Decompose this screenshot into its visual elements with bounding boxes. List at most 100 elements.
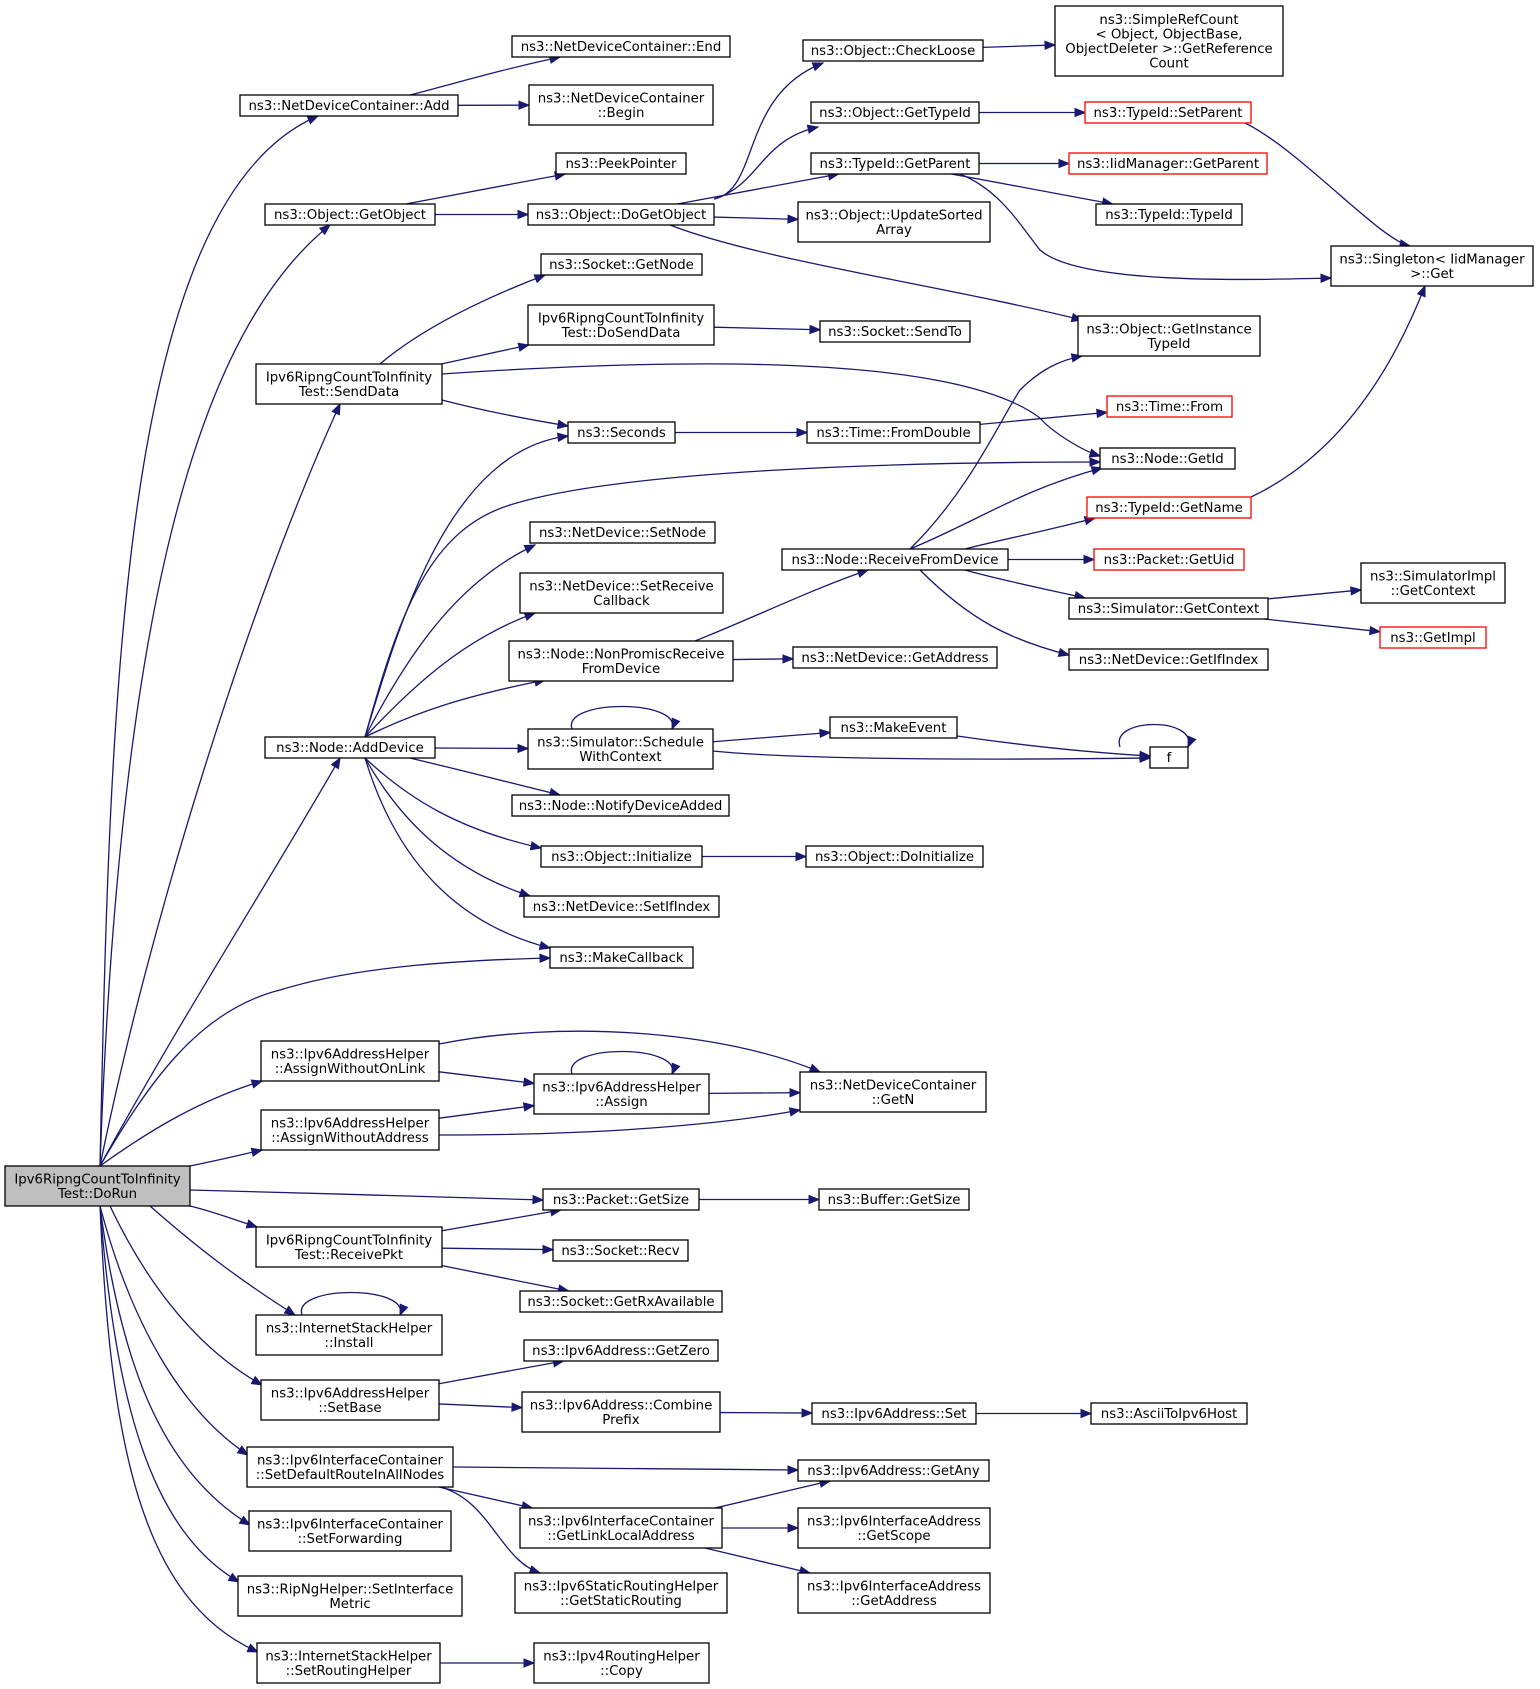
node-singleton-get[interactable]: ns3::Singleton< IidManager >::Get [1330,245,1534,287]
node-ndc-add[interactable]: ns3::NetDeviceContainer::Add [239,94,459,117]
edge-sim_schedulewithcontext-to-sim_schedulewithcontext [571,705,673,730]
node-f[interactable]: f [1149,746,1189,769]
node-obj-gettypeid[interactable]: ns3::Object::GetTypeId [810,101,980,124]
node-ifaddr-getscope[interactable]: ns3::Ipv6InterfaceAddress::GetScope [797,1507,991,1549]
node-nd-setnode[interactable]: ns3::NetDevice::SetNode [529,521,716,544]
node-assignwithoutaddress[interactable]: ns3::Ipv6AddressHelper::AssignWithoutAdd… [260,1109,440,1151]
edge-senddata-to-node_getid [441,363,1101,457]
edge-node_adddevice-to-makecallback-arrowhead [538,940,552,951]
node-getlinklocaladdress[interactable]: ns3::Ipv6InterfaceContainer::GetLinkLoca… [519,1507,723,1549]
edge-typeid_getparent-to-singleton_get [959,173,1332,281]
edge-f-to-f [1118,723,1190,748]
node-box [552,1239,689,1262]
node-obj-dogetobject[interactable]: ns3::Object::DoGetObject [527,203,715,226]
node-ipv4routinghelper-copy[interactable]: ns3::Ipv4RoutingHelper::Copy [533,1642,710,1684]
node-assign[interactable]: ns3::Ipv6AddressHelper::Assign [533,1073,710,1115]
node-node-notifydeviceadded[interactable]: ns3::Node::NotifyDeviceAdded [511,794,730,817]
node-iidmgr-getparent[interactable]: ns3::IidManager::GetParent [1068,152,1268,175]
node-label: ns3::NetDevice::GetIfIndex [1079,653,1259,668]
node-node-receivefromdevice[interactable]: ns3::Node::ReceiveFromDevice [781,548,1009,571]
node-box [781,548,1009,571]
edge-dorun-to-setbase-arrowhead [250,1375,264,1386]
node-label: ns3::NetDevice::SetNode [539,526,706,541]
node-box [511,35,731,58]
node-makecallback[interactable]: ns3::MakeCallback [549,946,694,969]
node-getstaticrouting[interactable]: ns3::Ipv6StaticRoutingHelper::GetStaticR… [514,1572,728,1614]
node-socket-getrxavailable[interactable]: ns3::Socket::GetRxAvailable [519,1290,723,1313]
node-typeid-typeid[interactable]: ns3::TypeId::TypeId [1095,203,1243,226]
node-socket-sendto[interactable]: ns3::Socket::SendTo [819,320,971,343]
edge-node_adddevice-to-nd_setnode [364,544,536,738]
edge-assignwithoutonlink-to-assign [438,1071,535,1085]
node-node-adddevice[interactable]: ns3::Node::AddDevice [264,736,436,759]
node-peekpointer[interactable]: ns3::PeekPointer [555,152,687,175]
node-assignwithoutonlink[interactable]: ns3::Ipv6AddressHelper::AssignWithoutOnL… [260,1040,440,1082]
node-box [533,1642,710,1684]
edge-node_adddevice-to-nd_setifindex [364,757,531,897]
node-ndc-begin[interactable]: ns3::NetDeviceContainer::Begin [528,84,714,126]
node-socket-recv[interactable]: ns3::Socket::Recv [552,1239,689,1262]
node-seconds[interactable]: ns3::Seconds [567,421,676,444]
node-typeid-getname[interactable]: ns3::TypeId::GetName [1086,496,1252,519]
node-setdefaultroute[interactable]: ns3::Ipv6InterfaceContainer::SetDefaultR… [246,1446,454,1488]
node-label: ns3::Ipv6InterfaceAddress [807,1579,981,1594]
node-nd-setifindex[interactable]: ns3::NetDevice::SetIfIndex [523,895,720,918]
node-box [1149,746,1189,769]
node-ipv6addr-set[interactable]: ns3::Ipv6Address::Set [811,1402,977,1425]
node-asciitoipv6host[interactable]: ns3::AsciiToIpv6Host [1090,1402,1248,1425]
edge-node_receivefromdevice-to-nd_getifindex-arrowhead [1057,647,1071,658]
edge-typeid_setparent-to-singleton_get [1244,122,1411,247]
node-obj-checkloose[interactable]: ns3::Object::CheckLoose [802,39,984,62]
node-ish-install[interactable]: ns3::InternetStackHelper::Install [255,1314,443,1356]
node-ipv6addr-getany[interactable]: ns3::Ipv6Address::GetAny [797,1459,990,1482]
edge-seconds-to-time_fromdouble-arrowhead [796,427,809,438]
node-nd-getifindex[interactable]: ns3::NetDevice::GetIfIndex [1068,648,1269,671]
node-typeid-getparent[interactable]: ns3::TypeId::GetParent [810,152,980,175]
node-ish-setroutinghelper[interactable]: ns3::InternetStackHelper::SetRoutingHelp… [256,1642,441,1684]
node-label: ns3::Singleton< IidManager [1339,252,1525,267]
node-nd-getaddress[interactable]: ns3::NetDevice::GetAddress [792,646,998,669]
node-obj-getobject[interactable]: ns3::Object::GetObject [264,203,436,226]
node-ndc-end[interactable]: ns3::NetDeviceContainer::End [511,35,731,58]
node-time-fromdouble[interactable]: ns3::Time::FromDouble [806,421,981,444]
node-packet-getsize[interactable]: ns3::Packet::GetSize [542,1188,700,1211]
node-simplerefcount[interactable]: ns3::SimpleRefCount< Object, ObjectBase,… [1054,5,1284,77]
node-box [523,1339,719,1362]
node-sim-getcontext[interactable]: ns3::Simulator::GetContext [1068,597,1269,620]
edge-node_receivefromdevice-to-node_getid-arrowhead [1090,466,1104,476]
node-setforwarding[interactable]: ns3::Ipv6InterfaceContainer::SetForwardi… [248,1510,452,1552]
node-label: ns3::Ipv6Address::GetZero [532,1344,710,1359]
node-time-from[interactable]: ns3::Time::From [1106,395,1233,418]
node-buffer-getsize[interactable]: ns3::Buffer::GetSize [818,1188,970,1211]
node-socket-getnode[interactable]: ns3::Socket::GetNode [540,253,703,276]
edge-dorun-to-node_adddevice [99,757,341,1167]
node-typeid-setparent[interactable]: ns3::TypeId::SetParent [1084,101,1252,124]
node-obj-initialize[interactable]: ns3::Object::Initialize [540,845,703,868]
node-ifaddr-getaddress[interactable]: ns3::Ipv6InterfaceAddress::GetAddress [797,1572,991,1614]
node-ndc-getn[interactable]: ns3::NetDeviceContainer::GetN [799,1071,987,1113]
node-makeevent[interactable]: ns3::MakeEvent [829,716,958,739]
node-ipv6addr-getzero[interactable]: ns3::Ipv6Address::GetZero [523,1339,719,1362]
edge-dorun-to-setdefaultroute [99,1205,249,1456]
node-simimpl-getcontext[interactable]: ns3::SimulatorImpl::GetContext [1360,562,1506,604]
node-getimpl[interactable]: ns3::GetImpl [1379,626,1487,649]
node-packet-getuid[interactable]: ns3::Packet::GetUid [1093,548,1245,571]
node-label: ::AssignWithoutOnLink [275,1062,426,1077]
node-label: ns3::Packet::GetSize [553,1193,689,1208]
node-node-getid[interactable]: ns3::Node::GetId [1099,447,1236,470]
node-obj-doinitialize[interactable]: ns3::Object::DoInitialize [805,845,984,868]
node-label: ns3::RipNgHelper::SetInterface [247,1582,454,1597]
edge-node_adddevice-to-nd_setnode-arrowhead [523,544,537,554]
node-setbase[interactable]: ns3::Ipv6AddressHelper::SetBase [260,1379,440,1421]
